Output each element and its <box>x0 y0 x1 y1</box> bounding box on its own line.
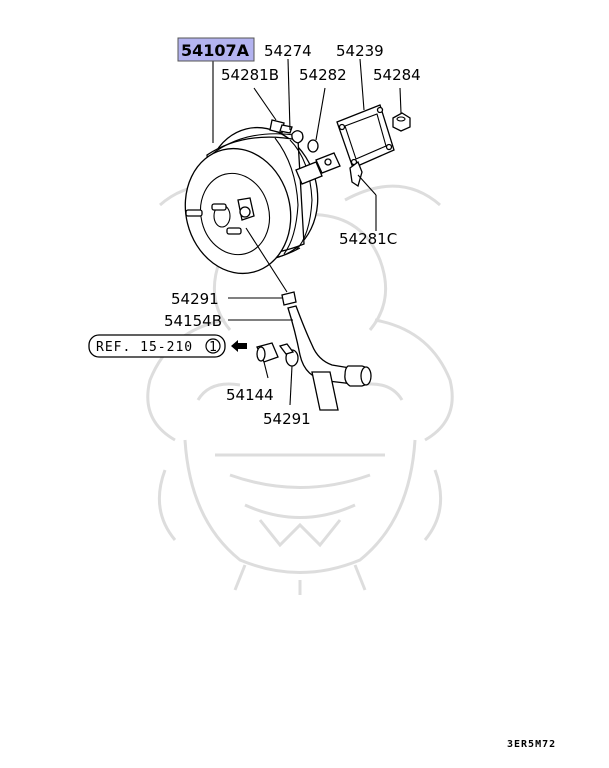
label-54154b[interactable]: 54154B <box>164 312 222 330</box>
label-54239[interactable]: 54239 <box>336 42 384 60</box>
samurai-logo-watermark <box>146 184 454 595</box>
gasket-54239-part[interactable] <box>336 104 395 169</box>
reference-link[interactable]: REF. 15-210 1 <box>88 334 226 358</box>
nut-54284-part[interactable] <box>392 112 411 132</box>
label-54107a[interactable]: 54107A <box>181 41 250 60</box>
brake-booster-part[interactable] <box>172 116 341 285</box>
label-54281b[interactable]: 54281B <box>221 66 279 84</box>
label-54281c[interactable]: 54281C <box>339 230 397 248</box>
clip-54274-part[interactable] <box>291 130 304 144</box>
leader-lines <box>212 58 402 406</box>
clip-54281c-part[interactable] <box>349 160 363 188</box>
label-54274[interactable]: 54274 <box>264 42 312 60</box>
figure-code: 3ER5M72 <box>507 739 556 750</box>
label-54282[interactable]: 54282 <box>299 66 347 84</box>
vacuum-hose-part[interactable] <box>287 305 372 411</box>
label-54291-bottom[interactable]: 54291 <box>263 410 311 428</box>
arrow-left-icon <box>231 340 247 352</box>
reference-circled-number: 1 <box>209 340 218 355</box>
label-54144[interactable]: 54144 <box>226 386 274 404</box>
connector-54144-part[interactable] <box>256 342 279 363</box>
label-54284[interactable]: 54284 <box>373 66 421 84</box>
hose-clamp-bottom-part[interactable] <box>278 343 299 367</box>
selected-part-highlight <box>177 37 255 62</box>
hose-clamp-top-part[interactable] <box>281 291 297 306</box>
reference-text: REF. 15-210 <box>96 340 193 355</box>
label-54291-top[interactable]: 54291 <box>171 290 219 308</box>
oring-54282-part[interactable] <box>307 139 319 153</box>
bolt-54281b-part[interactable] <box>269 119 293 134</box>
